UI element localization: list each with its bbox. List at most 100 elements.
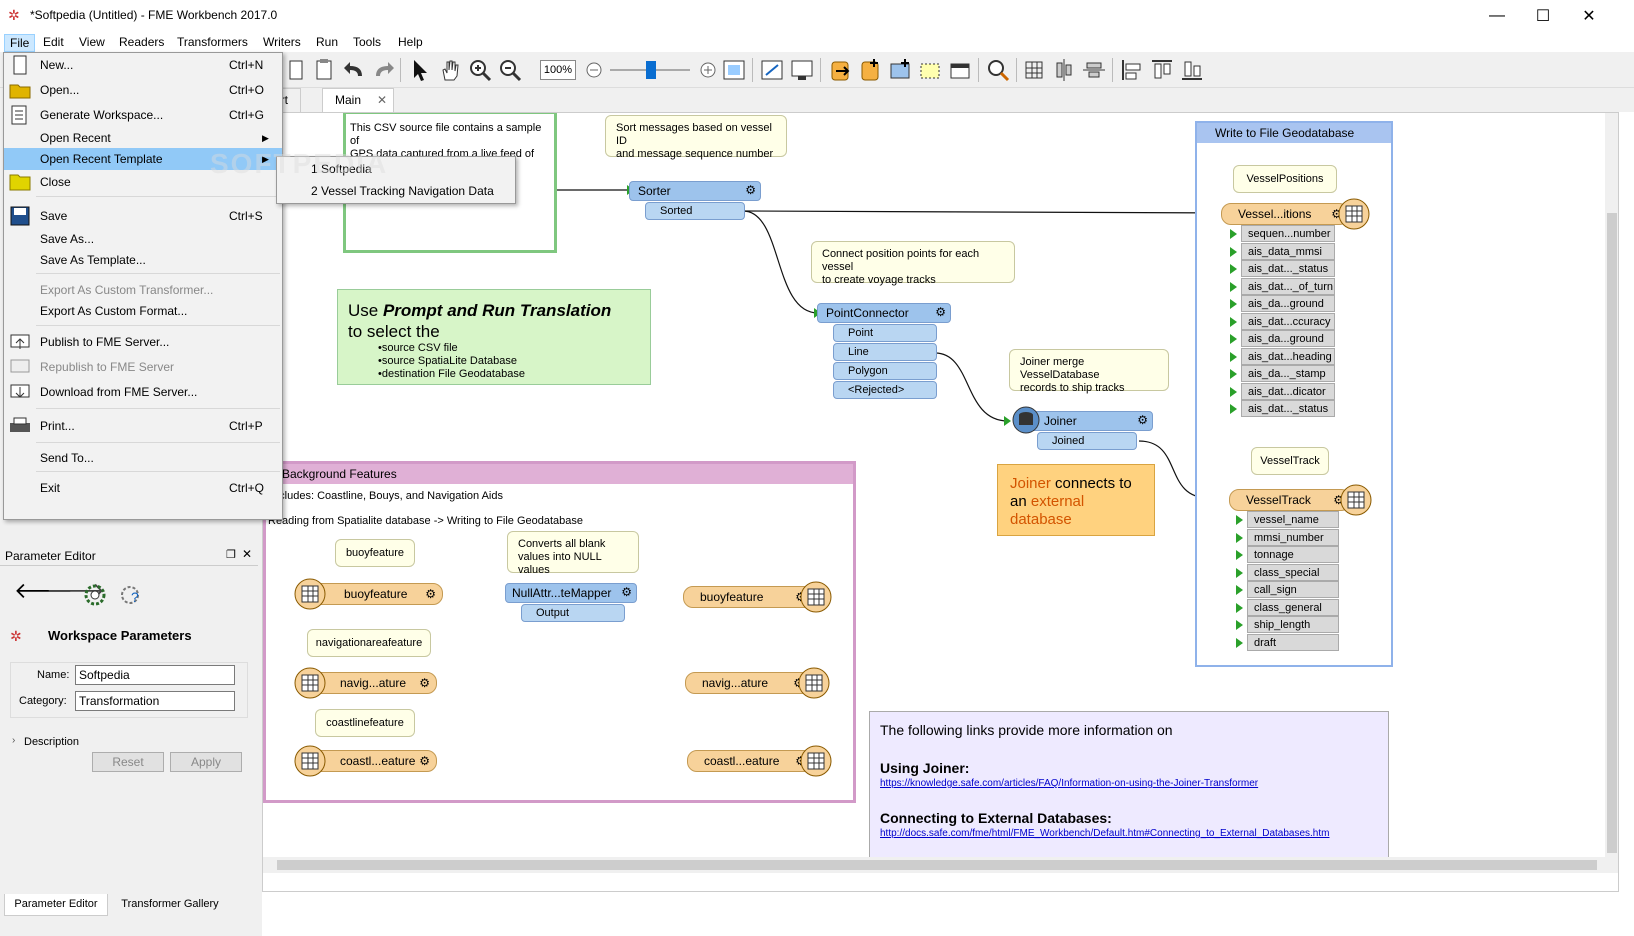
pc-port-rejected[interactable]: <Rejected> (833, 381, 937, 399)
category-input[interactable]: Transformation (75, 691, 235, 711)
tab-close-icon[interactable]: ✕ (377, 93, 388, 107)
back-arrow-icon[interactable]: 🡐 (14, 578, 73, 603)
nav-writer[interactable]: navig...ature⚙ (685, 672, 811, 694)
vt-attribute[interactable]: vessel_name (1236, 511, 1339, 528)
menu-item-close[interactable]: Close (4, 171, 282, 193)
zoom-in-icon[interactable] (466, 56, 494, 84)
vt-attribute[interactable]: class_special (1236, 563, 1339, 581)
menu-item-export-custom-format[interactable]: Export As Custom Format... (4, 300, 282, 322)
tab-transformer-gallery[interactable]: Transformer Gallery (121, 898, 219, 910)
vp-attribute[interactable]: ais_da...ground (1230, 330, 1335, 347)
vt-attribute[interactable]: tonnage (1236, 546, 1339, 563)
pointconnector-transformer[interactable]: PointConnector⚙ (817, 303, 951, 323)
zoom-minus-icon[interactable] (580, 56, 608, 84)
nav-reader-gear-icon[interactable]: ⚙ (419, 676, 430, 690)
vp-attribute[interactable]: ais_dat..._status (1230, 400, 1335, 417)
vp-attribute[interactable]: ais_dat...heading (1230, 347, 1335, 365)
maximize-icon[interactable]: ☐ (1535, 8, 1551, 25)
null-port-output[interactable]: Output (521, 604, 625, 622)
vesseltrack-writer[interactable]: VesselTrack⚙ (1229, 489, 1351, 511)
zoom-fit-icon[interactable] (758, 56, 786, 84)
buoy-reader-gear-icon[interactable]: ⚙ (425, 587, 436, 601)
overview-icon[interactable] (788, 56, 816, 84)
sorter-port-sorted[interactable]: Sorted (645, 202, 745, 220)
add-reader-icon[interactable] (826, 56, 854, 84)
pc-gear-icon[interactable]: ⚙ (935, 305, 946, 319)
joiner-link[interactable]: https://knowledge.safe.com/articles/FAQ/… (880, 778, 1259, 789)
menu-item-download[interactable]: Download from FME Server... (4, 381, 282, 403)
pc-port-polygon[interactable]: Polygon (833, 362, 937, 380)
vt-attribute[interactable]: call_sign (1236, 581, 1339, 598)
zoom-slider-handle[interactable] (646, 61, 656, 79)
coast-reader[interactable]: coastl...eature⚙ (307, 750, 437, 772)
vp-attribute[interactable]: ais_dat..._status (1230, 260, 1335, 277)
minimize-icon[interactable]: — (1489, 7, 1505, 24)
add-annotation-icon[interactable] (916, 56, 944, 84)
inspect-icon[interactable] (984, 56, 1012, 84)
add-bookmark-icon[interactable] (946, 56, 974, 84)
name-input[interactable]: Softpedia (75, 665, 235, 685)
external-db-link[interactable]: http://docs.safe.com/fme/html/FME_Workbe… (880, 828, 1330, 839)
zoom-plus-icon[interactable] (694, 56, 722, 84)
vp-attribute[interactable]: ais_da..._stamp (1230, 365, 1335, 382)
align-grid-icon[interactable] (1020, 56, 1048, 84)
menu-item-publish[interactable]: Publish to FME Server... (4, 331, 282, 353)
chevron-right-icon[interactable]: › (12, 735, 16, 746)
reset-button[interactable]: Reset (92, 752, 164, 772)
menu-transformers[interactable]: Transformers (177, 35, 248, 49)
description-toggle[interactable]: Description (24, 736, 80, 748)
nullmapper-transformer[interactable]: NullAttr...teMapper⚙ (505, 583, 637, 603)
vp-gear-icon[interactable]: ⚙ (1331, 207, 1342, 221)
tab-main[interactable]: Main✕ (322, 88, 394, 112)
vt-attribute[interactable]: mmsi_number (1236, 528, 1339, 546)
vt-gear-icon[interactable]: ⚙ (1333, 493, 1344, 507)
vp-attribute[interactable]: ais_data_mmsi (1230, 242, 1335, 260)
align-horizontal-icon[interactable] (1080, 56, 1108, 84)
vesselpositions-writer[interactable]: Vessel...itions⚙ (1221, 203, 1349, 225)
paste-icon[interactable] (310, 56, 338, 84)
apply-button[interactable]: Apply (170, 752, 242, 772)
menu-item-print[interactable]: Print...Ctrl+P (4, 415, 282, 437)
menu-item-open-recent-template[interactable]: Open Recent Template▶ (4, 148, 282, 170)
align-top-icon[interactable] (1148, 56, 1176, 84)
menu-file[interactable]: File (4, 34, 36, 52)
undo-icon[interactable] (340, 56, 368, 84)
nav-reader[interactable]: navig...ature⚙ (307, 672, 437, 694)
vp-attribute[interactable]: sequen...number (1230, 225, 1335, 242)
close-icon[interactable]: ✕ (1582, 8, 1596, 25)
submenu-item-softpedia[interactable]: 1 Softpedia (311, 162, 372, 176)
menu-edit[interactable]: Edit (43, 35, 64, 49)
vp-attribute[interactable]: ais_dat...ccuracy (1230, 312, 1335, 330)
menu-item-save-as-template[interactable]: Save As Template... (4, 249, 282, 271)
buoy-writer[interactable]: buoyfeature⚙ (683, 586, 813, 608)
menu-help[interactable]: Help (398, 35, 423, 49)
menu-readers[interactable]: Readers (119, 35, 165, 49)
redo-icon[interactable] (370, 56, 398, 84)
pan-hand-icon[interactable] (436, 56, 464, 84)
add-transformer-icon[interactable] (886, 56, 914, 84)
zoom-level-field[interactable]: 100% (540, 60, 576, 80)
menu-view[interactable]: View (79, 35, 105, 49)
vt-attribute[interactable]: class_general (1236, 598, 1339, 616)
menu-writers[interactable]: Writers (263, 35, 301, 49)
vertical-scrollbar[interactable] (1605, 113, 1618, 873)
float-icon[interactable]: ❐ (226, 549, 236, 561)
menu-item-send-to[interactable]: Send To... (4, 447, 282, 469)
menu-run[interactable]: Run (316, 35, 339, 49)
copy-icon[interactable] (282, 56, 310, 84)
zoom-selection-icon[interactable] (720, 56, 748, 84)
zoom-out-icon[interactable] (496, 56, 524, 84)
menu-item-generate[interactable]: Generate Workspace...Ctrl+G (4, 104, 282, 126)
menu-item-export-custom-transformer[interactable]: Export As Custom Transformer... (4, 279, 282, 301)
select-pointer-icon[interactable] (406, 56, 434, 84)
menu-item-save-as[interactable]: Save As... (4, 228, 282, 250)
menu-item-open-recent[interactable]: Open Recent▶ (4, 127, 282, 149)
pc-port-point[interactable]: Point (833, 324, 937, 342)
vt-attribute[interactable]: draft (1236, 633, 1339, 651)
align-bottom-icon[interactable] (1178, 56, 1206, 84)
pc-port-line[interactable]: Line (833, 343, 937, 361)
menu-tools[interactable]: Tools (353, 35, 382, 49)
submenu-item-vessel-tracking[interactable]: 2 Vessel Tracking Navigation Data (311, 184, 494, 198)
